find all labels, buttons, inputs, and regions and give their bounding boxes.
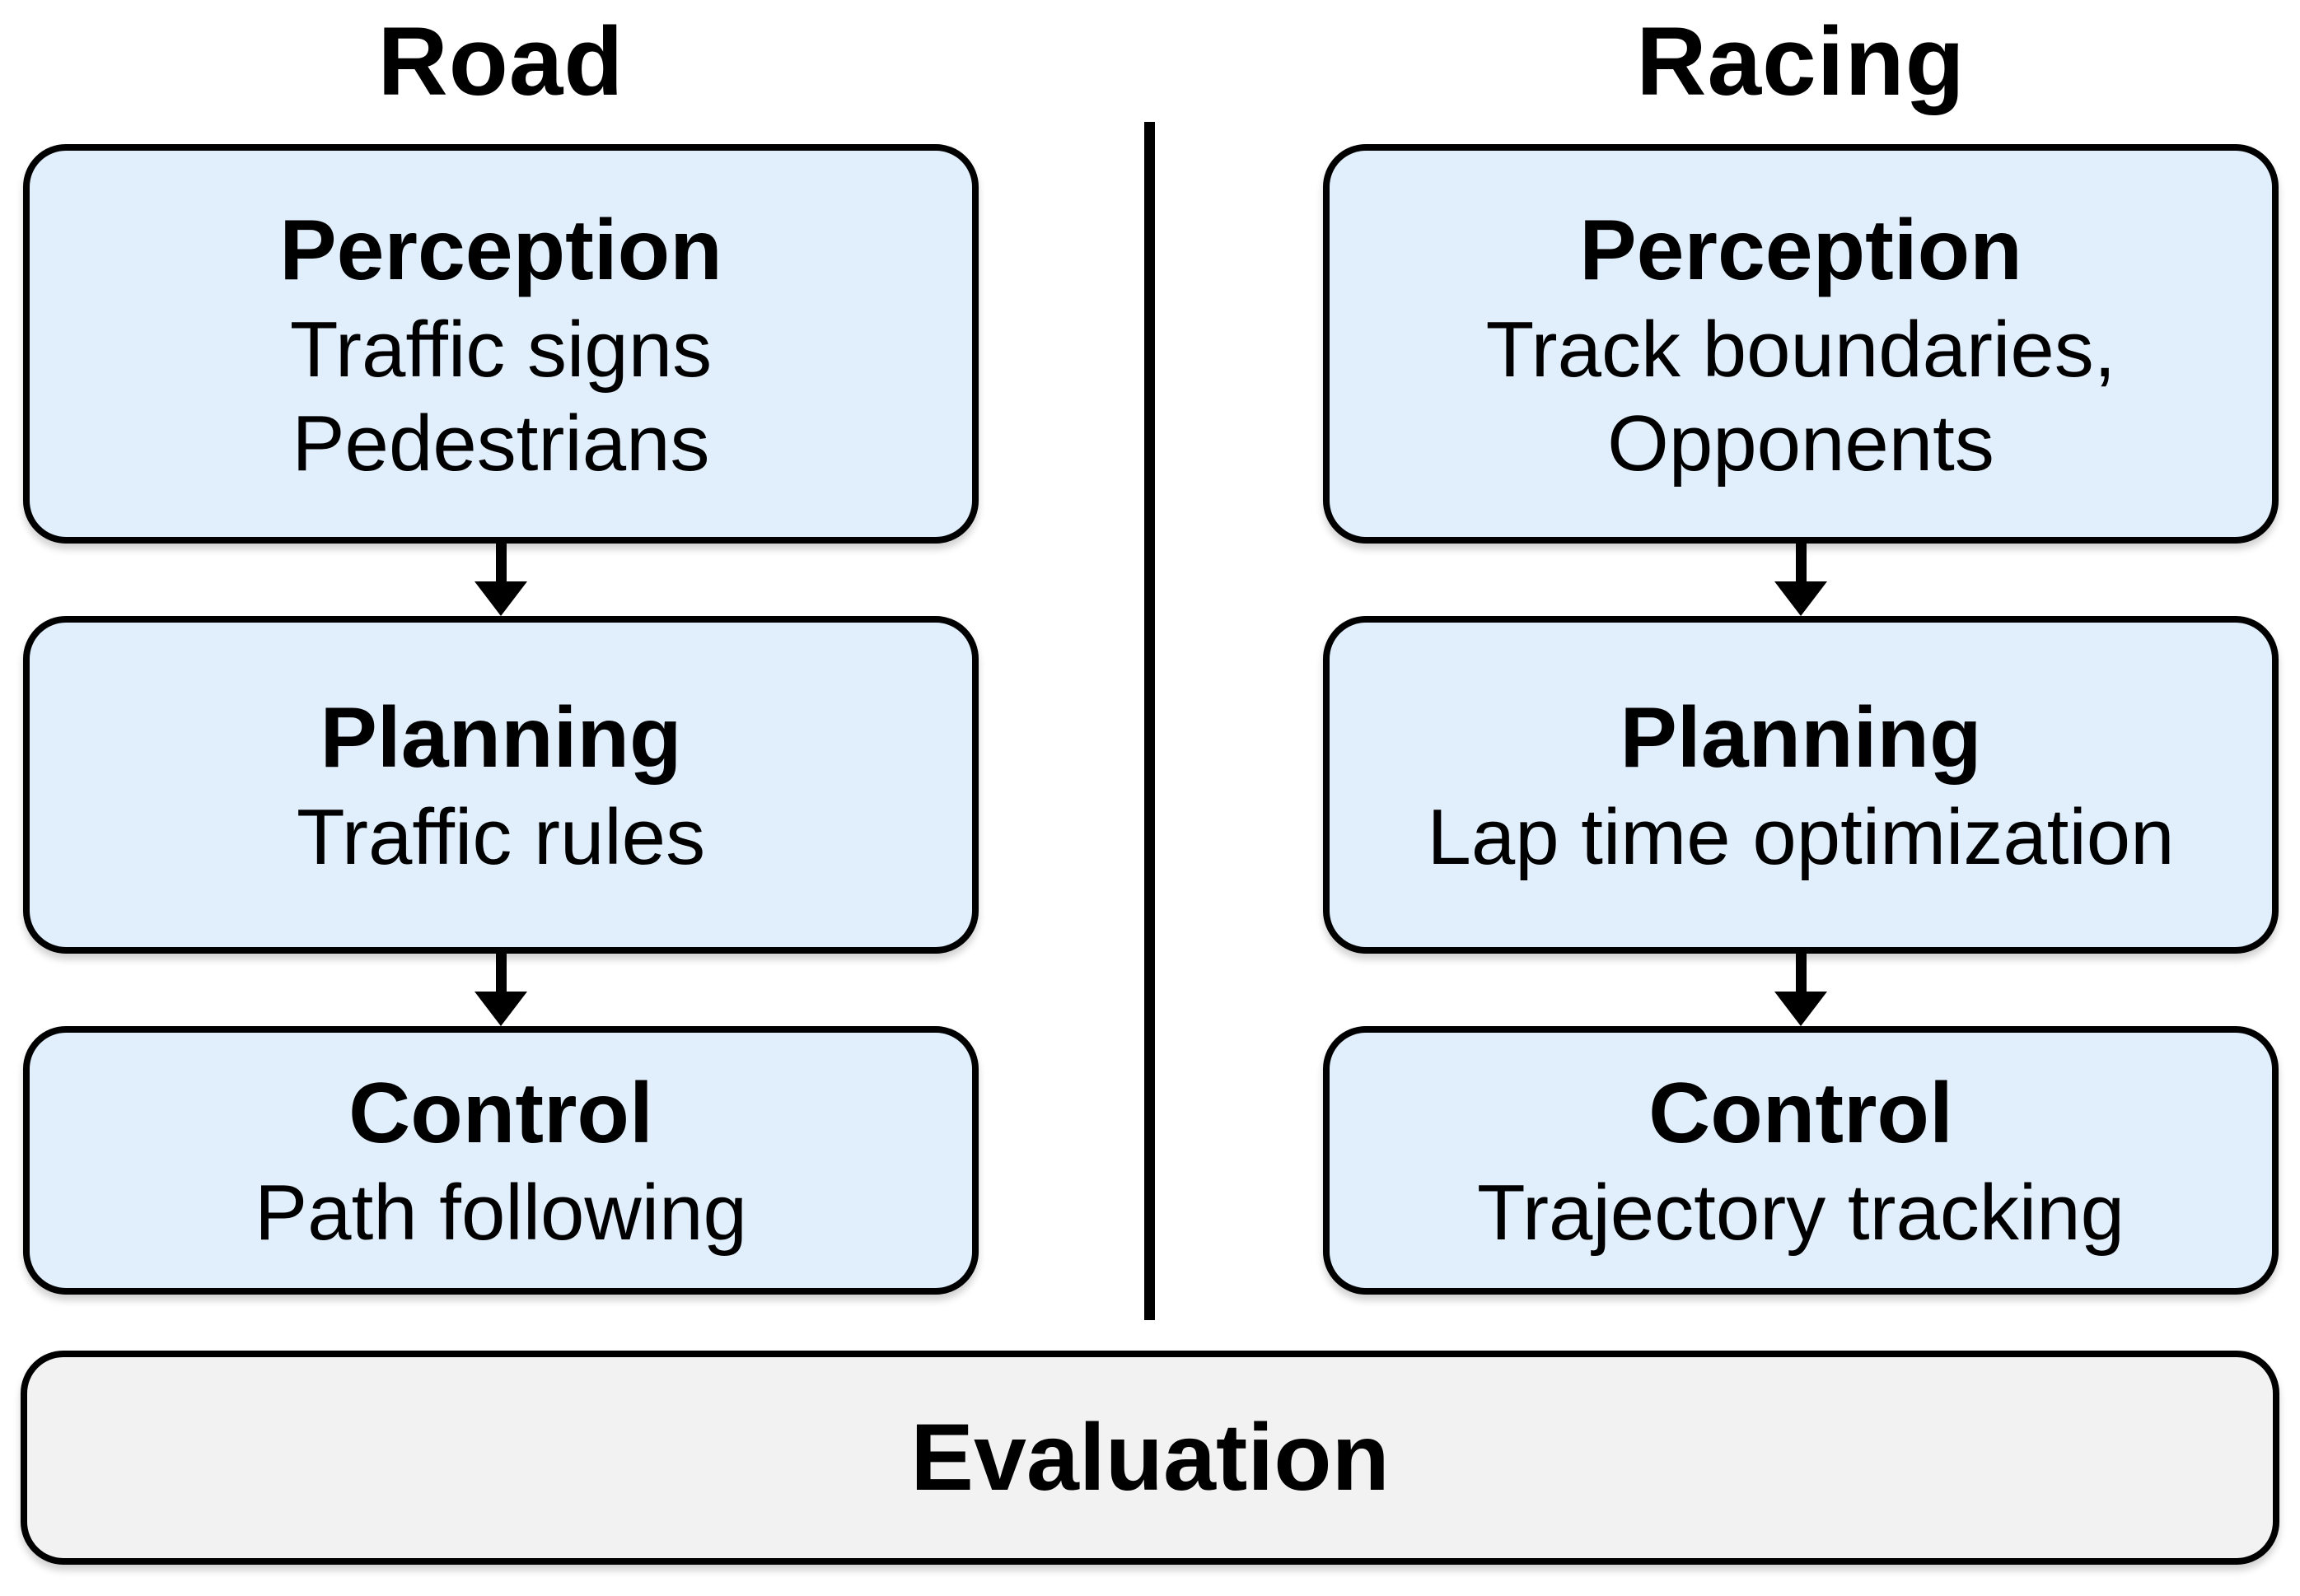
- racing-perception-heading: Perception: [1579, 202, 2022, 298]
- arrow-stem: [1795, 544, 1807, 581]
- arrow-stem: [495, 544, 507, 581]
- road-perception-line2: Pedestrians: [292, 399, 710, 488]
- arrow-stem: [1795, 954, 1807, 992]
- road-planning-box: Planning Traffic rules: [23, 616, 979, 954]
- road-planning-heading: Planning: [320, 690, 682, 786]
- arrow-head-icon: [474, 581, 527, 616]
- evaluation-box: Evaluation: [21, 1351, 2279, 1565]
- racing-planning-box: Planning Lap time optimization: [1323, 616, 2279, 954]
- racing-perception-line2: Opponents: [1607, 399, 1994, 488]
- racing-control-line1: Trajectory tracking: [1477, 1169, 2125, 1257]
- road-perception-line1: Traffic signs: [289, 305, 713, 394]
- racing-planning-to-control-arrow: [1774, 954, 1827, 1026]
- arrow-head-icon: [474, 992, 527, 1026]
- racing-control-box: Control Trajectory tracking: [1323, 1026, 2279, 1295]
- road-control-box: Control Path following: [23, 1026, 979, 1295]
- road-perception-box: Perception Traffic signs Pedestrians: [23, 144, 979, 544]
- racing-planning-line1: Lap time optimization: [1427, 793, 2175, 881]
- arrow-stem: [495, 954, 507, 992]
- arrow-head-icon: [1774, 581, 1827, 616]
- racing-perception-box: Perception Track boundaries, Opponents: [1323, 144, 2279, 544]
- racing-planning-heading: Planning: [1620, 690, 1982, 786]
- road-control-line1: Path following: [255, 1169, 747, 1257]
- racing-control-heading: Control: [1648, 1066, 1953, 1161]
- road-control-heading: Control: [348, 1066, 653, 1161]
- column-divider-line: [1144, 122, 1155, 1320]
- evaluation-heading: Evaluation: [910, 1405, 1390, 1510]
- racing-column-title: Racing: [1636, 7, 1966, 116]
- road-perception-heading: Perception: [279, 202, 722, 298]
- road-column-title: Road: [377, 7, 624, 116]
- road-perception-to-planning-arrow: [474, 544, 527, 616]
- racing-perception-to-planning-arrow: [1774, 544, 1827, 616]
- racing-perception-line1: Track boundaries,: [1485, 305, 2116, 394]
- arrow-head-icon: [1774, 992, 1827, 1026]
- road-planning-to-control-arrow: [474, 954, 527, 1026]
- road-planning-line1: Traffic rules: [296, 793, 706, 881]
